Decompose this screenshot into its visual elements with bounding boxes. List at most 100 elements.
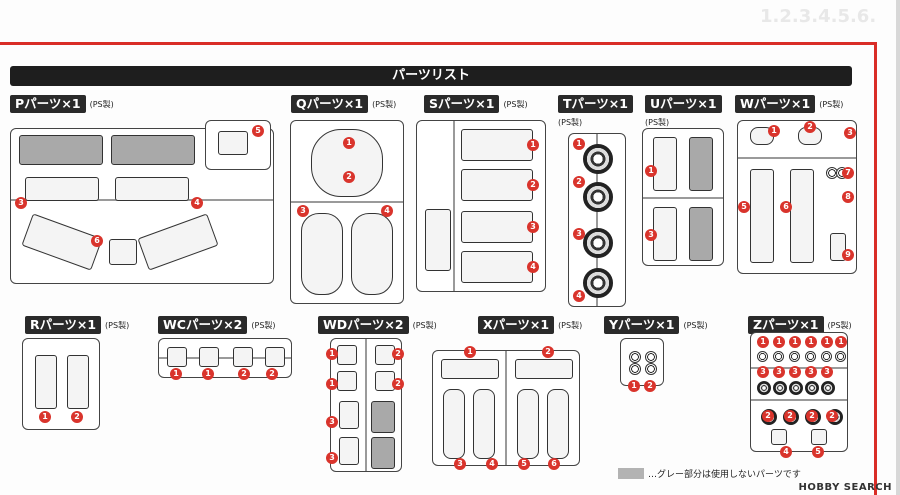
part-y1 [629,351,641,363]
part-label: Wパーツ×1 [735,95,816,113]
part-u1 [653,137,677,191]
part-wd-grey [371,401,395,433]
runner [751,399,847,401]
marker: 3 [821,366,833,378]
sprue-s: 1 2 3 4 [416,120,546,292]
legend-text: …グレー部分は使用しないパーツです [648,470,801,480]
part-u-grey [689,207,713,261]
part-wc2 [265,347,285,367]
part-label: Yパーツ×1 [604,316,680,334]
tag-q: Qパーツ×1 (PS製) [291,95,396,113]
marker: 3 [789,366,801,378]
runner [159,357,291,359]
marker: 3 [297,205,309,217]
part-x3 [443,389,465,459]
marker: 5 [252,125,264,137]
marker: 3 [15,197,27,209]
part-label: Uパーツ×1 [645,95,722,113]
part-wd1 [337,345,357,365]
tag-wd: WDパーツ×2 (PS製) [318,316,437,334]
marker: 3 [454,458,466,470]
marker: 3 [645,229,657,241]
tag-s: Sパーツ×1 (PS製) [424,95,528,113]
part-s5 [425,209,451,271]
tag-w: Wパーツ×1 (PS製) [735,95,843,113]
part-z1 [835,351,846,362]
marker: 1 [39,411,51,423]
part-x1 [441,359,499,379]
marker: 4 [527,261,539,273]
marker: 1 [343,137,355,149]
tag-u: Uパーツ×1 [645,95,722,113]
marker: 2 [806,410,818,422]
material-label: (PS製) [827,320,852,330]
legend: …グレー部分は使用しないパーツです [618,467,801,480]
marker: 3 [805,366,817,378]
legend-swatch [618,468,644,479]
part-z1 [773,351,784,362]
sprue-t: 1 2 3 4 [568,133,626,307]
marker: 3 [527,221,539,233]
part-label: Qパーツ×1 [291,95,369,113]
marker: 5 [518,458,530,470]
marker: 1 [773,336,785,348]
material-label: (PS製) [89,99,114,109]
tag-wc: WCパーツ×2 (PS製) [158,316,276,334]
marker: 2 [644,380,656,392]
part-p6-right [137,213,219,271]
part-z1 [805,351,816,362]
part-wd3 [339,401,359,429]
part-r2 [67,355,89,409]
part-r1 [35,355,57,409]
material-label: (PS製) [503,99,528,109]
sprue-z [750,332,848,452]
marker: 6 [780,201,792,213]
marker: 4 [573,290,585,302]
part-s2 [461,169,533,201]
part-p5 [218,131,248,155]
marker: 3 [573,228,585,240]
marker: 5 [738,201,750,213]
parts-list-title: パーツリスト [10,66,852,86]
marker: 3 [773,366,785,378]
marker: 2 [826,410,838,422]
part-u-grey [689,137,713,191]
marker: 4 [780,446,792,458]
runner [505,351,507,465]
marker: 1 [326,348,338,360]
marker: 1 [628,380,640,392]
marker: 1 [789,336,801,348]
part-wc1 [167,347,187,367]
marker: 2 [71,411,83,423]
marker: 1 [326,378,338,390]
part-y2 [645,363,657,375]
part-y1 [629,363,641,375]
part-x4 [473,389,495,459]
part-s1 [461,129,533,161]
tag-p: Pパーツ×1 (PS製) [10,95,114,113]
marker: 1 [768,125,780,137]
part-wd3 [339,437,359,465]
part-p-grey [19,135,103,165]
marker: 1 [757,336,769,348]
material-label: (PS製) [558,320,583,330]
tag-x: Xパーツ×1 (PS製) [478,316,582,334]
tag-y: Yパーツ×1 (PS製) [604,316,708,334]
part-t2 [583,182,613,212]
marker: 1 [573,138,585,150]
runner [453,121,455,291]
red-border-top [0,42,874,45]
marker: 3 [757,366,769,378]
tag-r: Rパーツ×1 (PS製) [25,316,129,334]
sprue-u: 1 3 [642,128,724,266]
marker: 1 [202,368,214,380]
part-z1 [821,351,832,362]
part-label: WCパーツ×2 [158,316,248,334]
part-t4 [583,268,613,298]
runner [596,134,598,306]
part-z3 [773,381,787,395]
material-label: (PS製) [558,117,583,127]
part-p-grey [111,135,195,165]
sprue-x [432,350,580,466]
page-edge [896,0,900,495]
